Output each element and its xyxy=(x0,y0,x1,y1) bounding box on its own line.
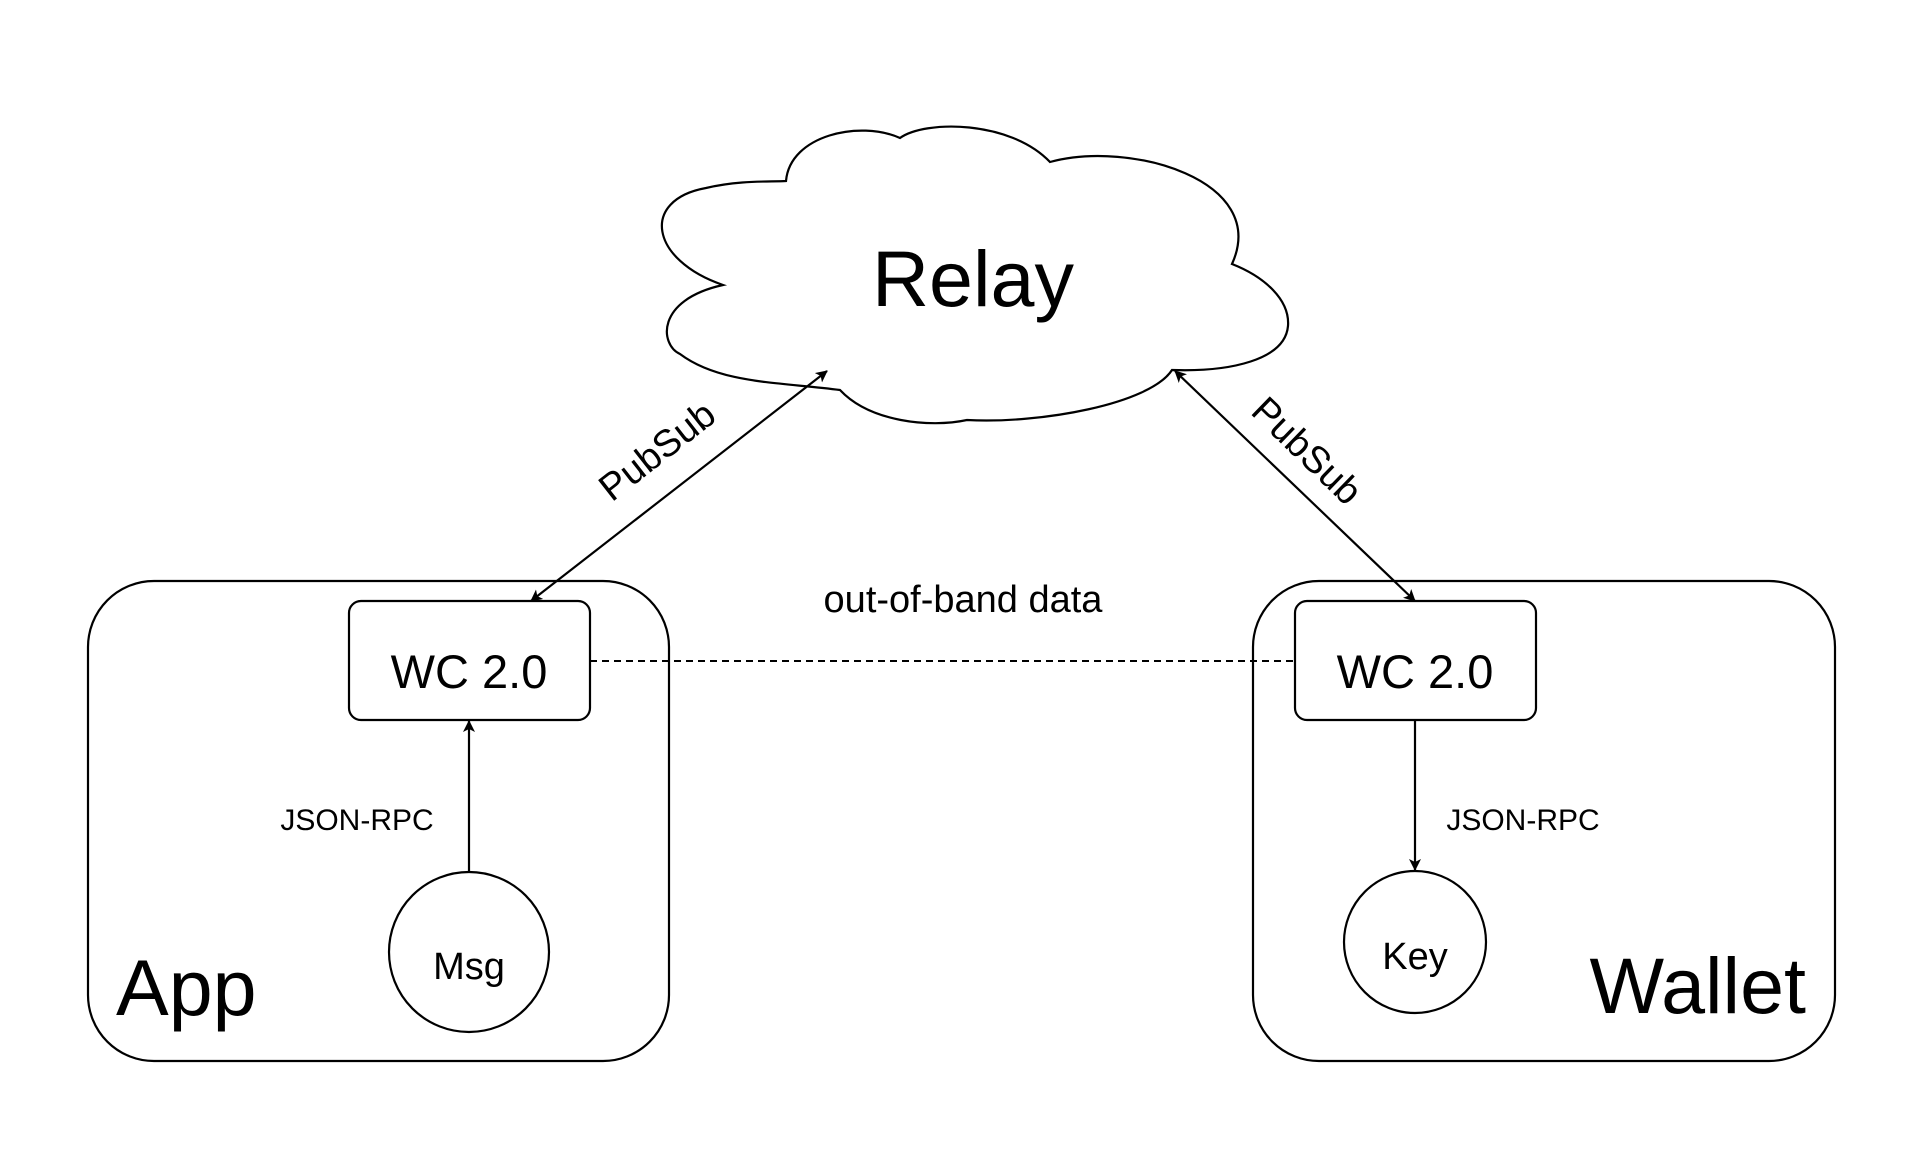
msg-label: Msg xyxy=(433,946,505,988)
left-pubsub-arrow xyxy=(530,370,828,602)
app-box xyxy=(86,579,671,1063)
app-jsonrpc-label: JSON-RPC xyxy=(280,804,433,837)
left-pubsub-label: PubSub xyxy=(591,393,723,509)
relay-cloud-shape xyxy=(660,125,1290,425)
wallet-label: Wallet xyxy=(1589,941,1806,1030)
relay-cloud: Relay xyxy=(660,125,1290,425)
wallet-jsonrpc-label: JSON-RPC xyxy=(1446,804,1599,837)
app-wc-node: WC 2.0 xyxy=(347,599,592,722)
wallet-wc-label: WC 2.0 xyxy=(1337,645,1494,698)
key-label: Key xyxy=(1382,936,1447,978)
key-circle xyxy=(1342,869,1488,1015)
out-of-band-label: out-of-band data xyxy=(824,579,1104,621)
app-container: App xyxy=(86,579,671,1063)
wallet-wc-node: WC 2.0 xyxy=(1293,599,1538,722)
key-node: Key xyxy=(1342,869,1488,1015)
msg-circle xyxy=(387,870,551,1034)
right-pubsub-arrow xyxy=(1174,370,1416,602)
right-pubsub-label: PubSub xyxy=(1243,389,1369,513)
wallet-container: Wallet xyxy=(1251,579,1837,1063)
relay-label: Relay xyxy=(872,234,1074,323)
app-wc-label: WC 2.0 xyxy=(391,645,548,698)
wallet-box xyxy=(1251,579,1837,1063)
msg-node: Msg xyxy=(387,870,551,1034)
app-label: App xyxy=(116,943,257,1032)
